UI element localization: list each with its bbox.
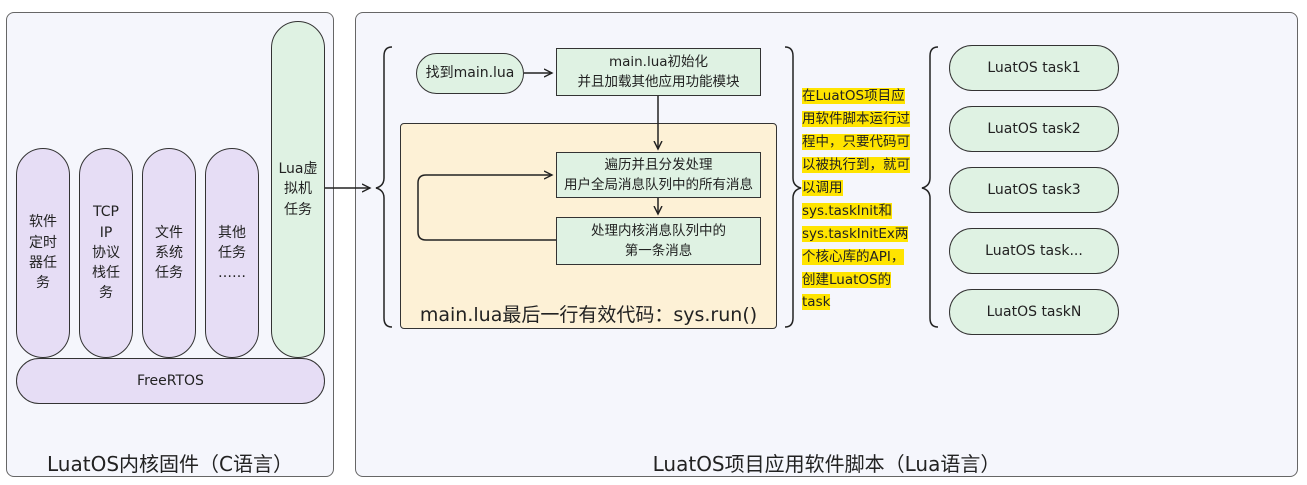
script-panel-title: LuatOS项目应用软件脚本（Lua语言） [652,452,1001,476]
freertos-base: FreeRTOS [16,358,325,404]
luatos-task-2: LuatOS task2 [949,106,1119,152]
kernel-message-box: 处理内核消息队列中的 第一条消息 [556,217,761,265]
luatos-task-ellipsis: LuatOS task... [949,228,1119,274]
lua-vm-task: Lua虚 拟机 任务 [271,21,325,358]
find-main-lua: 找到main.lua [416,53,524,94]
script-left-brace [375,46,393,328]
task-list-brace [921,46,939,328]
task-creation-note: 在LuatOS项目应用软件脚本运行过程中，只要代码可以被执行到，就可以调用sys… [802,85,914,314]
tcpip-stack-task: TCP IP 协议 栈任 务 [79,148,133,358]
kernel-panel-title: LuatOS内核固件（C语言） [47,452,293,476]
luatos-task-n: LuatOS taskN [949,289,1119,335]
dispatch-user-messages-box: 遍历并且分发处理 用户全局消息队列中的所有消息 [556,152,761,198]
filesystem-task: 文件 系统 任务 [142,148,196,358]
loop-back-arrow [417,175,556,241]
loop-caption: main.lua最后一行有效代码：sys.run() [419,304,758,326]
luatos-task-3: LuatOS task3 [949,167,1119,213]
script-right-brace [784,46,802,328]
other-tasks: 其他 任务 …… [205,148,259,358]
luatos-task-1: LuatOS task1 [949,45,1119,91]
main-lua-init-box: main.lua初始化 并且加载其他应用功能模块 [556,48,761,96]
